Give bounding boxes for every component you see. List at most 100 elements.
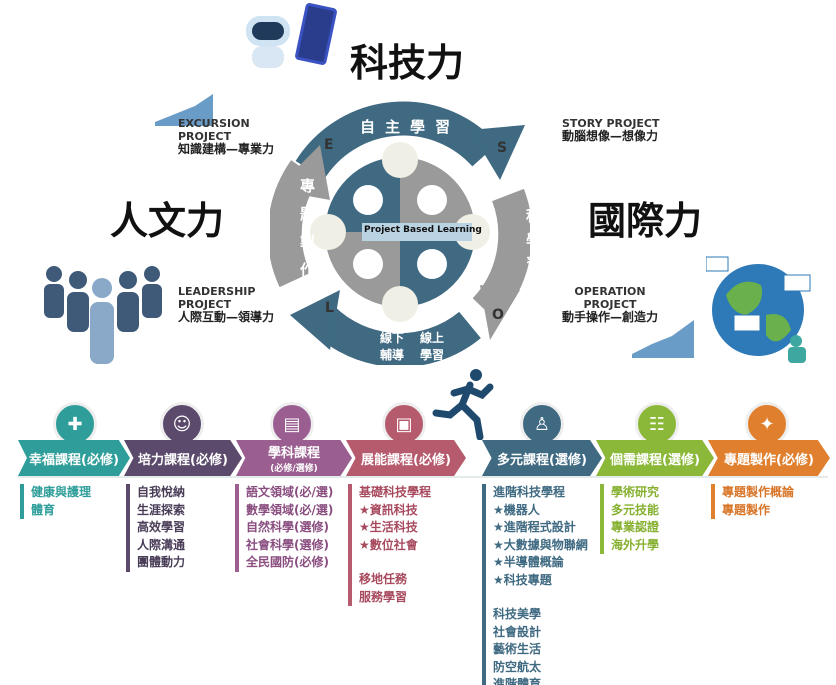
project-title: OPERATION [574, 285, 646, 298]
arrowhead [275, 145, 330, 200]
list-item: 進階體育 [493, 677, 542, 685]
list-item: 人際溝通 [137, 537, 186, 552]
arrowhead [480, 285, 520, 340]
list-item: 專題製作概論 [722, 485, 795, 499]
list-item: 高效學習 [137, 520, 186, 534]
arrowhead [470, 125, 525, 180]
list-item: 體育 [31, 502, 56, 517]
course-label: 學科課程 [267, 446, 320, 461]
project-title: PROJECT [583, 298, 637, 311]
course-empowerment[interactable]: 培力課程(必修) [124, 440, 242, 476]
letter-o: O [492, 307, 504, 323]
project-title: STORY PROJECT [562, 117, 660, 130]
char: 線下 [380, 331, 405, 345]
list-item: 自然科學(選修) [246, 520, 329, 534]
course-list-empowerment: 自我悅納生涯探索高效學習人際溝通團體動力 [126, 484, 185, 572]
project-subtitle: 人際互動—領導力 [178, 310, 275, 324]
char: 作 [300, 261, 316, 279]
list-item: 自我悅納 [137, 485, 186, 499]
course-list-project: 專題製作概論專題製作 [711, 484, 794, 519]
heading-international: 國際力 [588, 199, 703, 243]
chip-icon: ▣ [382, 402, 426, 446]
list-item: 服務學習 [359, 589, 408, 604]
list-item: ★生活科技 [359, 520, 418, 534]
char: 題 [300, 205, 316, 223]
list-item: 藝術生活 [493, 642, 542, 656]
course-happiness[interactable]: 幸福課程(必修) [18, 440, 130, 476]
list-item: 學術研究 [611, 485, 660, 499]
list-item: 專題製作 [722, 502, 771, 517]
cycle-arc-top [295, 101, 498, 180]
course-list-happiness: 健康與護理體育 [20, 484, 91, 519]
course-sublabel: (必修/選修) [270, 464, 318, 474]
meeting-icon: ☷ [635, 402, 679, 446]
list-item: 專業認證 [611, 520, 660, 534]
list-item: 健康與護理 [31, 485, 92, 499]
char: 製 [300, 233, 316, 251]
list-item: ★機器人 [493, 502, 540, 517]
cycle-bottom-label: 線下 線上輔導 學習 [380, 330, 460, 364]
runner-icon [432, 369, 494, 440]
course-label: 專題製作(必修) [724, 452, 814, 468]
list-item: ★資訊科技 [359, 502, 418, 517]
project-title: LEADERSHIP [178, 285, 256, 298]
list-item: ★數位社會 [359, 537, 418, 552]
course-label: 培力課程(必修) [138, 452, 228, 468]
list-item: 進階科技學程 [493, 485, 566, 499]
divider [18, 476, 828, 478]
story-project: STORY PROJECT 動腦想像—想像力 [562, 117, 660, 143]
course-individual[interactable]: 個需課程(選修) [596, 440, 714, 476]
letter-e: E [324, 137, 334, 153]
course-label: 個需課程(選修) [610, 452, 700, 468]
course-label: 展能課程(必修) [361, 452, 451, 468]
cycle-right-label: 課程學習 [526, 180, 546, 276]
list-item: 科技美學 [493, 607, 542, 621]
globe-icon [706, 256, 811, 363]
course-label: 幸福課程(必修) [29, 452, 119, 468]
pbl-center-label: Project Based Learning [364, 225, 482, 235]
char: 輔導 [380, 348, 405, 362]
course-list-diverse: 進階科技學程★機器人★進階程式設計★大數據與物聯網★半導體概論★科技專題科技美學… [482, 484, 588, 685]
list-item: 防空航太 [493, 659, 542, 674]
char: 專 [300, 177, 316, 195]
list-item: 語文領域(必/選) [246, 485, 334, 499]
course-academic[interactable]: 學科課程 (必修/選修) [236, 440, 352, 476]
course-project[interactable]: 專題製作(必修) [708, 440, 830, 476]
list-item: 生涯探索 [137, 502, 186, 517]
char: 學習 [420, 348, 445, 362]
list-item: 基礎科技學程 [359, 485, 432, 499]
tablet-icon [294, 2, 338, 66]
course-diverse[interactable]: 多元課程(選修) [482, 440, 602, 476]
char: 線上 [420, 331, 445, 345]
list-item: ★大數據與物聯網 [493, 537, 588, 552]
list-item: 數學領域(必/選) [246, 502, 334, 517]
pbl-cycle [270, 101, 530, 365]
robot-icon [238, 8, 298, 68]
excursion-project: EXCURSION PROJECT 知識建構—專業力 [178, 117, 274, 156]
cycle-left-label: 專題製作 [300, 172, 320, 284]
list-item: 團體動力 [137, 555, 186, 569]
books-icon: ▤ [270, 402, 314, 446]
char: 習 [526, 255, 542, 273]
team-icon: ☺ [160, 402, 204, 446]
char: 主 [385, 118, 411, 136]
letter-l: L [325, 300, 334, 316]
list-item: 海外升學 [611, 537, 660, 552]
list-item: 移地任務 [359, 572, 408, 586]
char: 學 [526, 231, 542, 249]
course-list-individual: 學術研究多元技能專業認證海外升學 [600, 484, 659, 554]
project-title: EXCURSION [178, 117, 250, 130]
list-item: ★進階程式設計 [493, 520, 576, 534]
char: 課 [526, 183, 542, 201]
list-item: ★半導體概論 [493, 555, 564, 569]
project-subtitle: 知識建構—專業力 [178, 142, 275, 156]
project-subtitle: 動腦想像—想像力 [562, 129, 659, 143]
char: 程 [526, 207, 542, 225]
people-group-icon [44, 266, 162, 364]
course-talent[interactable]: 展能課程(必修) [346, 440, 466, 476]
char: 學 [410, 118, 436, 136]
char: 習 [435, 118, 461, 136]
course-label: 多元課程(選修) [497, 452, 587, 468]
project-title: PROJECT [178, 298, 232, 311]
